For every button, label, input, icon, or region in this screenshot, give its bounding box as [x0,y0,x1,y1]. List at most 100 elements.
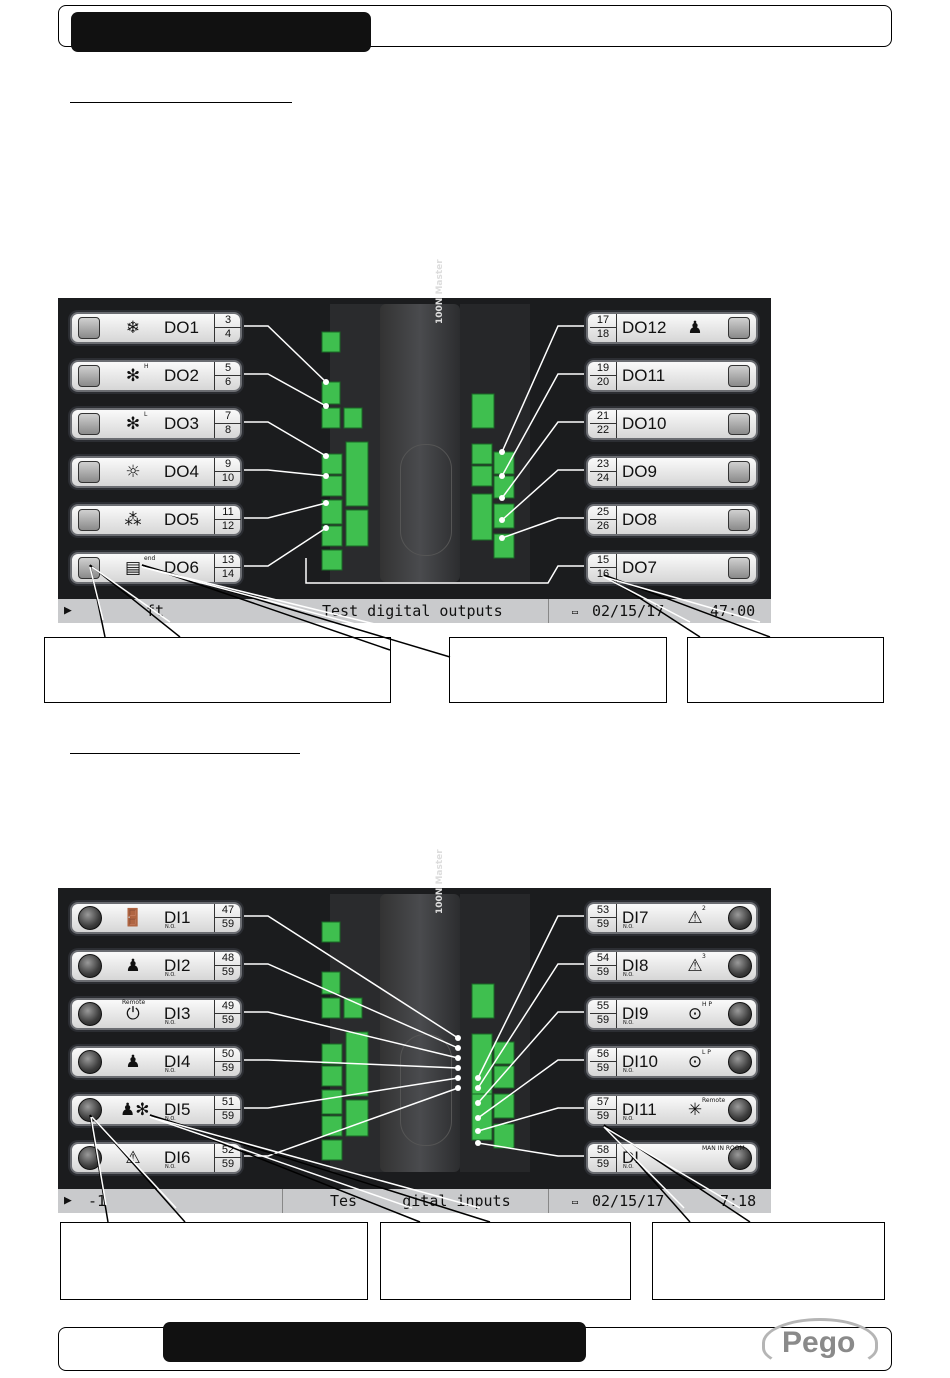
input-status-led [78,1050,102,1074]
terminal-top: 5 [215,362,241,376]
fan-low-icon: ✻ [125,414,141,434]
terminal-top: 11 [215,506,241,520]
inputs-status-bar: ▶ -1 Tes gital inputs ▭ 02/15/17 7:18 [58,1189,771,1213]
output-toggle-button[interactable] [728,461,750,483]
normally-open-label: N.O. [165,1020,176,1026]
section-heading-line-2 [70,753,300,754]
input-status-led [728,1098,752,1122]
output-toggle-button[interactable] [728,365,750,387]
blank-icon [682,556,708,580]
terminal-top: 52 [215,1144,241,1158]
page-header-bar [71,12,371,52]
terminal-top: 51 [215,1096,241,1110]
terminal-bottom: 59 [221,918,235,930]
channel-label: DO3 [164,414,199,433]
blank-icon [682,508,708,532]
pego-logo: Pego [760,1318,878,1368]
icon-superscript: H [144,363,149,370]
output-toggle-button[interactable] [728,413,750,435]
terminal-top: 15 [590,554,616,568]
defrost-icon: ⁂ [124,510,142,530]
input-status-led [728,954,752,978]
person-block-icon: ♟ [125,1052,141,1072]
outputs-screen: 100N Master [58,259,771,623]
blank-icon [682,412,708,436]
terminal-top: 53 [590,904,616,918]
channel-label: DI11 [622,1100,657,1119]
play-icon-2[interactable]: ▶ [64,1193,72,1208]
page-header-frame [58,5,892,47]
output-toggle-button[interactable] [78,365,100,387]
man-in-room-icon: ♟ [125,956,141,976]
output-toggle-button[interactable] [78,413,100,435]
person-fan-icon: ♟✻ [120,1100,150,1120]
terminal-top: 48 [215,952,241,966]
normally-open-label: N.O. [165,1068,176,1074]
alarm-2-icon: ⚠ [687,908,703,928]
terminal-bottom: 59 [221,966,235,978]
terminal-bottom: 59 [221,1062,235,1074]
output-toggle-button[interactable] [78,317,100,339]
normally-open-label: N.O. [165,1164,176,1170]
output-toggle-button[interactable] [78,461,100,483]
output-toggle-button[interactable] [728,509,750,531]
status-title: Test digital outputs [322,602,503,620]
terminal-bottom: 59 [221,1158,235,1170]
input-status-led [728,1050,752,1074]
channel-label: DO9 [622,462,657,481]
alarm-1-icon: ⚠ [125,1148,141,1168]
channel-label: DO4 [164,462,199,481]
normally-open-label: N.O. [623,924,634,930]
terminal-bottom: 26 [596,520,610,532]
output-toggle-button[interactable] [78,557,100,579]
output-toggle-button[interactable] [78,509,100,531]
terminal-top: 49 [215,1000,241,1014]
icon-superscript: MAN IN ROOM [702,1145,745,1152]
output-toggle-button[interactable] [728,317,750,339]
terminal-bottom: 10 [221,472,235,484]
normally-open-label: N.O. [623,1068,634,1074]
terminal-top: 56 [590,1048,616,1062]
channel-label: DO10 [622,414,667,433]
normally-open-label: N.O. [165,1116,176,1122]
icon-superscript: L [144,411,148,418]
terminal-top: 58 [590,1144,616,1158]
callout-box-2 [449,637,667,703]
terminal-bottom: 8 [224,424,232,436]
status-time: 47:00 [710,602,756,620]
blank-icon [682,364,708,388]
inputs-screen: 100N Master [58,849,771,1213]
play-icon[interactable]: ▶ [64,603,72,618]
output-toggle-button[interactable] [728,557,750,579]
terminal-top: 3 [215,314,241,328]
input-status-led [78,906,102,930]
icon-superscript: L P [702,1049,711,1056]
status-time-2: 7:18 [720,1192,757,1210]
channel-label: DI7 [622,908,649,927]
terminal-top: 54 [590,952,616,966]
usb-icon-2: ▭ [572,1197,579,1208]
terminal-bottom: 20 [596,376,610,388]
terminal-bottom: 59 [221,1110,235,1122]
status-title-2: Tes gital inputs [330,1192,511,1210]
terminal-top: 50 [215,1048,241,1062]
normally-open-label: N.O. [623,972,634,978]
input-status-led [78,1146,102,1170]
normally-open-label: N.O. [165,972,176,978]
icon-superscript: H P [702,1001,713,1008]
